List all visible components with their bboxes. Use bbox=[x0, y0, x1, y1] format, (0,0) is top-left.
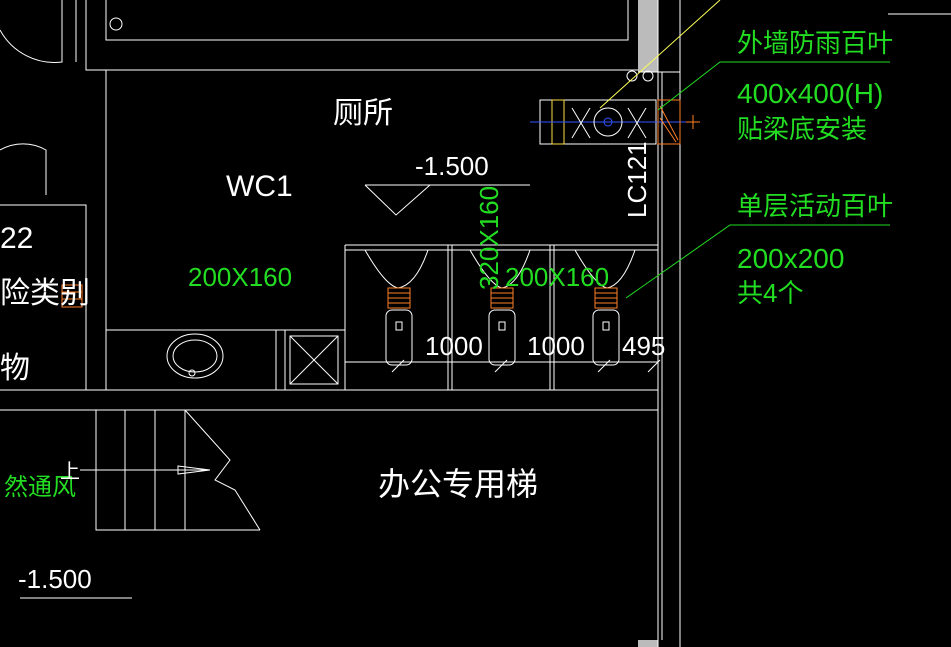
dim-2: 1000 bbox=[527, 331, 585, 361]
natural-ventilation-note: 然通风 bbox=[4, 474, 76, 501]
louver2-size: 200x200 bbox=[737, 243, 844, 274]
louver1-title: 外墙防雨百叶 bbox=[737, 28, 893, 58]
duct-size-right: 200X160 bbox=[505, 262, 609, 292]
dim-3: 495 bbox=[622, 331, 665, 361]
level-marker bbox=[364, 184, 530, 216]
leader-lines bbox=[599, 0, 951, 299]
duct-size-left: 200X160 bbox=[188, 262, 292, 292]
duct-size-vertical: 320X160 bbox=[474, 186, 504, 290]
louver2-count: 共4个 bbox=[737, 278, 803, 308]
stair-up-label: 上 bbox=[60, 460, 80, 483]
dim-1: 1000 bbox=[425, 331, 483, 361]
floor-drain bbox=[289, 335, 339, 385]
exhaust-fan bbox=[530, 70, 700, 145]
room-name: 厕所 bbox=[333, 97, 393, 130]
left-room-number: 22 bbox=[0, 222, 33, 255]
left-room-label: 险类别 bbox=[0, 277, 90, 310]
louver2-title: 单层活动百叶 bbox=[737, 191, 893, 221]
room-code: WC1 bbox=[226, 170, 293, 203]
ceiling-louvers bbox=[61, 284, 618, 309]
dimension-ticks bbox=[391, 359, 661, 373]
washbasin bbox=[166, 333, 224, 379]
louver1-size: 400x400(H) bbox=[737, 78, 883, 109]
window-code: LC121 bbox=[622, 141, 652, 218]
left-room-label-2: 物 bbox=[0, 352, 30, 385]
room-level: -1.500 bbox=[415, 151, 489, 181]
louver1-note: 贴梁底安装 bbox=[737, 114, 867, 144]
lower-level: -1.500 bbox=[18, 564, 92, 594]
stair-name: 办公专用梯 bbox=[378, 466, 538, 502]
walls bbox=[0, 0, 681, 647]
